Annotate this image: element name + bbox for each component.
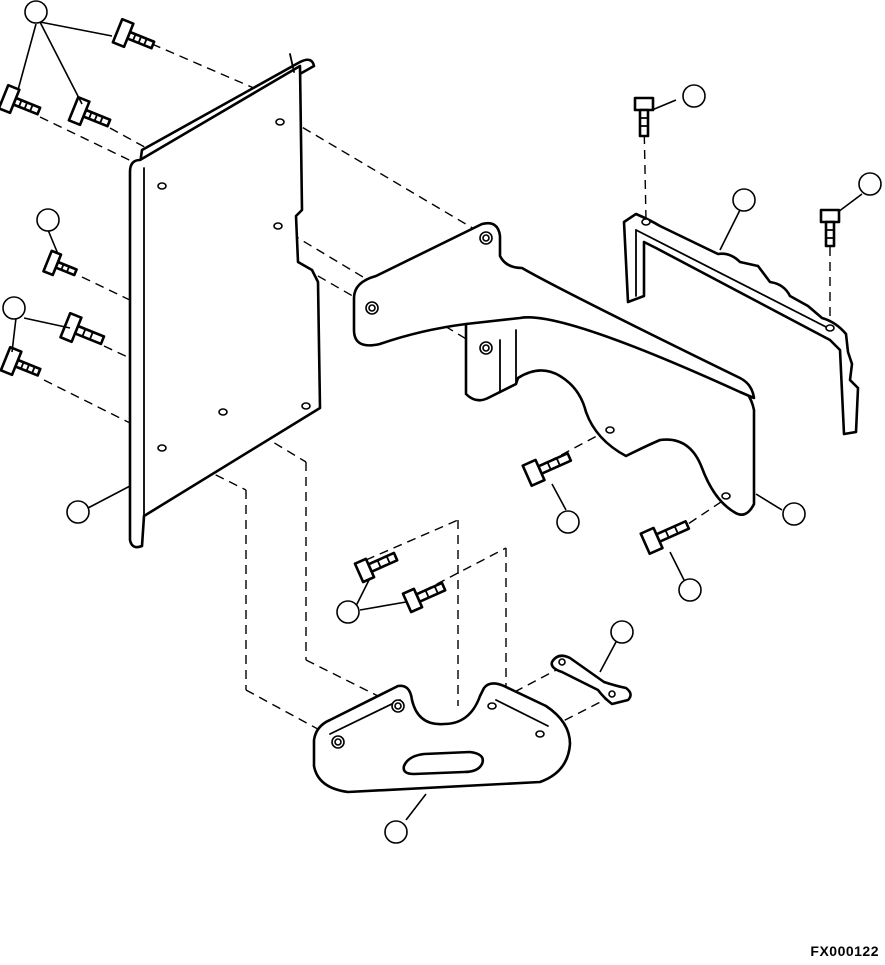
- callout-circle: [2, 296, 26, 320]
- callouts: [2, 0, 882, 844]
- bolt-icon: [0, 345, 42, 377]
- bolt-icon: [639, 520, 691, 556]
- small-clip: [550, 654, 632, 706]
- callout-circle: [732, 188, 756, 212]
- right-narrow-bracket: [622, 212, 860, 436]
- callout-circle: [66, 500, 90, 524]
- callout-circle: [36, 208, 60, 232]
- bolt-icon: [521, 452, 573, 488]
- bolts: [0, 17, 841, 614]
- callout-circle: [682, 84, 706, 108]
- callout-circle: [610, 620, 634, 644]
- bolt-icon: [353, 551, 399, 584]
- bolt-icon: [0, 83, 42, 116]
- callout-circle: [336, 600, 360, 624]
- callout-circle: [858, 172, 882, 196]
- callout-circle: [782, 502, 806, 526]
- bolt-icon: [59, 311, 106, 346]
- bolt-icon: [111, 17, 156, 50]
- bottom-mounting-plate: [312, 682, 572, 794]
- bolt-icon: [819, 208, 841, 248]
- callout-circle: [24, 0, 48, 24]
- figure-code: FX000122: [810, 943, 879, 959]
- left-cover-plate: [128, 53, 322, 549]
- bolt-icon: [401, 581, 447, 614]
- bolt-icon: [633, 96, 655, 138]
- callout-circle: [384, 820, 408, 844]
- callout-circle: [556, 510, 580, 534]
- bolt-icon: [42, 249, 78, 277]
- center-support-bracket: [352, 221, 756, 516]
- callout-circle: [678, 578, 702, 602]
- leader-lines: [11, 21, 863, 821]
- bolt-icon: [67, 95, 112, 128]
